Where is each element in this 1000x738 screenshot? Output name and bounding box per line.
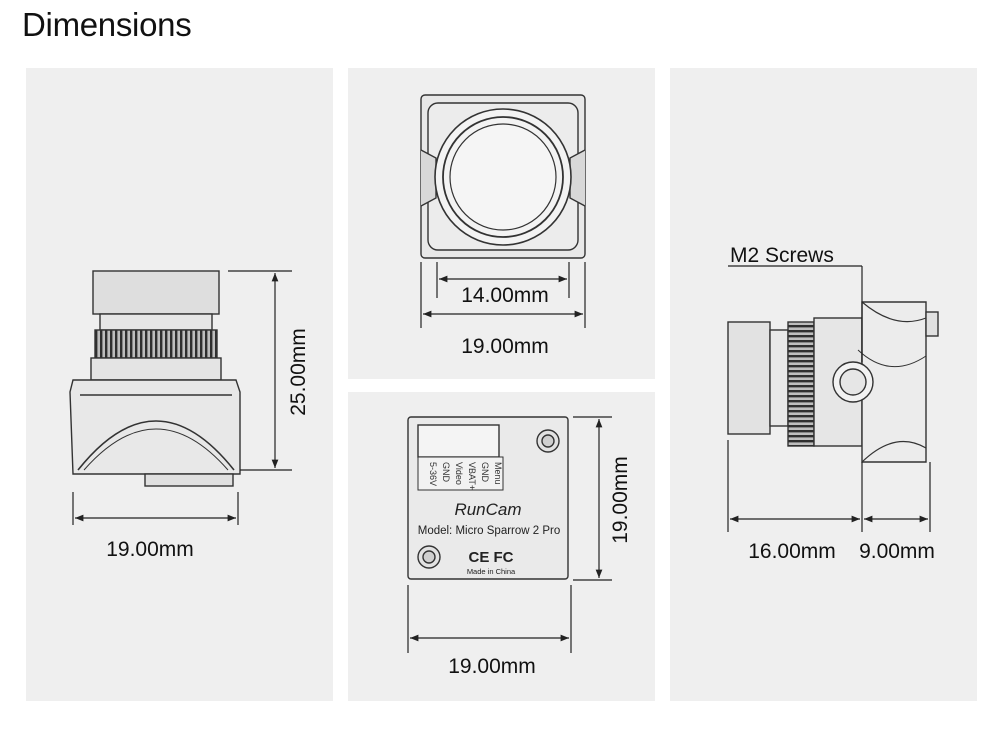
side-view-drawing <box>727 301 939 463</box>
front-height-label: 25.00mm <box>287 328 310 416</box>
m2-screws-callout: M2 Screws <box>730 244 834 267</box>
cert-marks: CE FC <box>469 549 514 566</box>
made-in-label: Made in China <box>467 567 516 576</box>
brand-logo: RunCam <box>454 500 521 519</box>
top-lens-width-label: 14.00mm <box>461 284 549 307</box>
pin-label: VBAT+ <box>467 462 477 490</box>
side-length-label: 16.00mm <box>748 540 836 563</box>
pin-label: GND <box>441 462 451 483</box>
back-pin-labels: 5-36V GND Video VBAT+ GND Menu <box>428 462 503 490</box>
front-dimension-lines <box>72 270 292 525</box>
pin-label: Menu <box>493 462 503 485</box>
back-width-label: 19.00mm <box>448 655 536 678</box>
top-dimension-lines <box>420 262 586 328</box>
top-view-drawing <box>420 94 586 259</box>
back-height-label: 19.00mm <box>609 456 632 544</box>
side-rear-label: 9.00mm <box>859 540 935 563</box>
pin-label: GND <box>480 462 490 483</box>
front-view-drawing <box>69 270 241 487</box>
front-width-label: 19.00mm <box>106 538 194 561</box>
pin-label: Video <box>454 462 464 485</box>
pin-label: 5-36V <box>428 462 438 486</box>
back-dimension-lines <box>407 416 612 653</box>
back-view-drawing <box>407 416 569 580</box>
side-dimension-lines <box>727 265 931 532</box>
top-body-width-label: 19.00mm <box>461 335 549 358</box>
page-title: Dimensions <box>22 6 192 43</box>
model-label: Model: Micro Sparrow 2 Pro <box>418 525 561 537</box>
